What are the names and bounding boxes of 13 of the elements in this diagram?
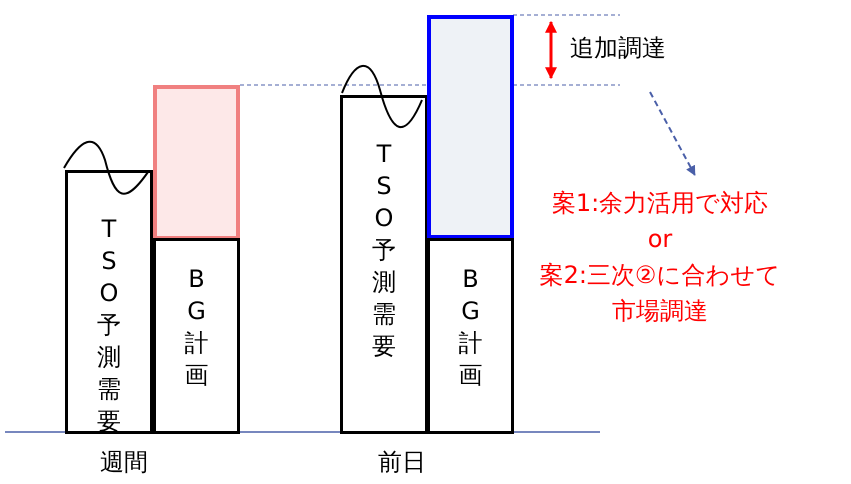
demand-bar: TSO予測需要 <box>340 95 428 434</box>
rect-box <box>427 15 514 239</box>
option-text: 案2:三次②に合わせて市場調達 <box>538 260 782 327</box>
axis-label: 週間 <box>100 447 148 478</box>
annotation-text: 追加調達 <box>570 33 666 64</box>
plan-bar: BG計画 <box>427 238 514 434</box>
option-text: or <box>648 224 672 255</box>
plan-bar: BG計画 <box>153 238 240 434</box>
demand-bar: TSO予測需要 <box>65 170 153 434</box>
rect-box <box>153 85 240 240</box>
axis-label: 前日 <box>378 447 426 478</box>
arrow <box>649 92 696 176</box>
option-text: 案1:余力活用で対応 <box>552 188 768 219</box>
